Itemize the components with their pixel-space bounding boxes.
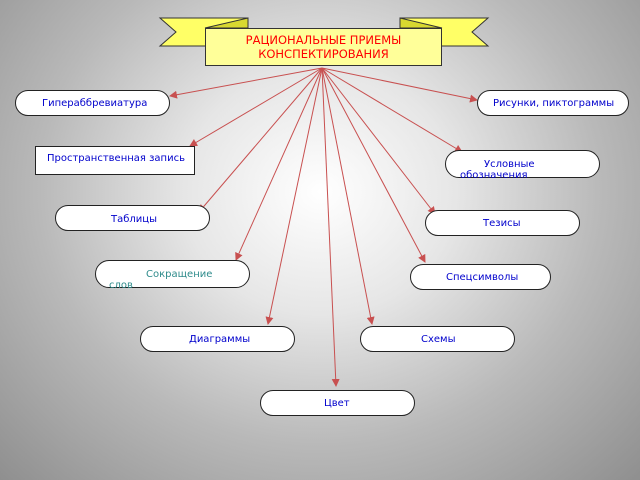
node-label: Диаграммы — [189, 333, 251, 345]
arrow-risunki — [321, 67, 478, 103]
arrow-sokr — [235, 67, 323, 261]
node-label-line-1: Сокращение — [146, 269, 213, 280]
node-prostranstvennaya-zapis: Пространственная запись — [35, 146, 195, 175]
node-label: Таблицы — [111, 214, 157, 225]
arrow-giper — [169, 67, 323, 99]
arrow-cvet — [321, 67, 340, 387]
node-label: Тезисы — [483, 217, 521, 229]
node-label-line-2: слов — [109, 280, 133, 291]
arrow-tablicy — [198, 67, 323, 213]
node-specsimvoly: Спецсимволы — [410, 264, 551, 290]
node-sokrashchenie-slov: Сокращение слов — [95, 260, 250, 291]
diagram-title: РАЦИОНАЛЬНЫЕ ПРИЕМЫ КОНСПЕКТИРОВАНИЯ — [205, 28, 442, 66]
arrow-uslovnye — [321, 67, 463, 153]
node-uslovnye-oboznacheniya: Условные обозначения — [445, 150, 600, 181]
node-label-line-2: обозначения — [460, 170, 528, 181]
arrow-shemy — [321, 67, 375, 325]
node-giperabbreviatura: Гипераббревиатура — [15, 90, 170, 116]
arrow-diagr — [265, 67, 323, 325]
node-cvet: Цвет — [260, 390, 415, 416]
node-diagrammy: Диаграммы — [140, 326, 295, 352]
node-label: Гипераббревиатура — [42, 97, 148, 109]
node-tezisy: Тезисы — [425, 210, 580, 236]
title-line-1: РАЦИОНАЛЬНЫЕ ПРИЕМЫ — [245, 33, 402, 47]
arrow-specsim — [321, 67, 426, 263]
node-label: Цвет — [324, 397, 350, 409]
node-shemy: Схемы — [360, 326, 515, 352]
node-label: Рисунки, пиктограммы — [493, 97, 615, 109]
node-label: Схемы — [421, 333, 456, 345]
node-label: Пространственная запись — [47, 153, 185, 164]
arrow-prostr — [189, 67, 323, 147]
arrow-tezisy — [321, 67, 436, 215]
title-line-2: КОНСПЕКТИРОВАНИЯ — [258, 47, 389, 61]
node-label: Спецсимволы — [446, 271, 519, 283]
node-risunki-piktogrammy: Рисунки, пиктограммы — [477, 90, 629, 116]
node-tablicy: Таблицы — [55, 205, 210, 231]
node-label-line-1: Условные — [484, 159, 535, 170]
